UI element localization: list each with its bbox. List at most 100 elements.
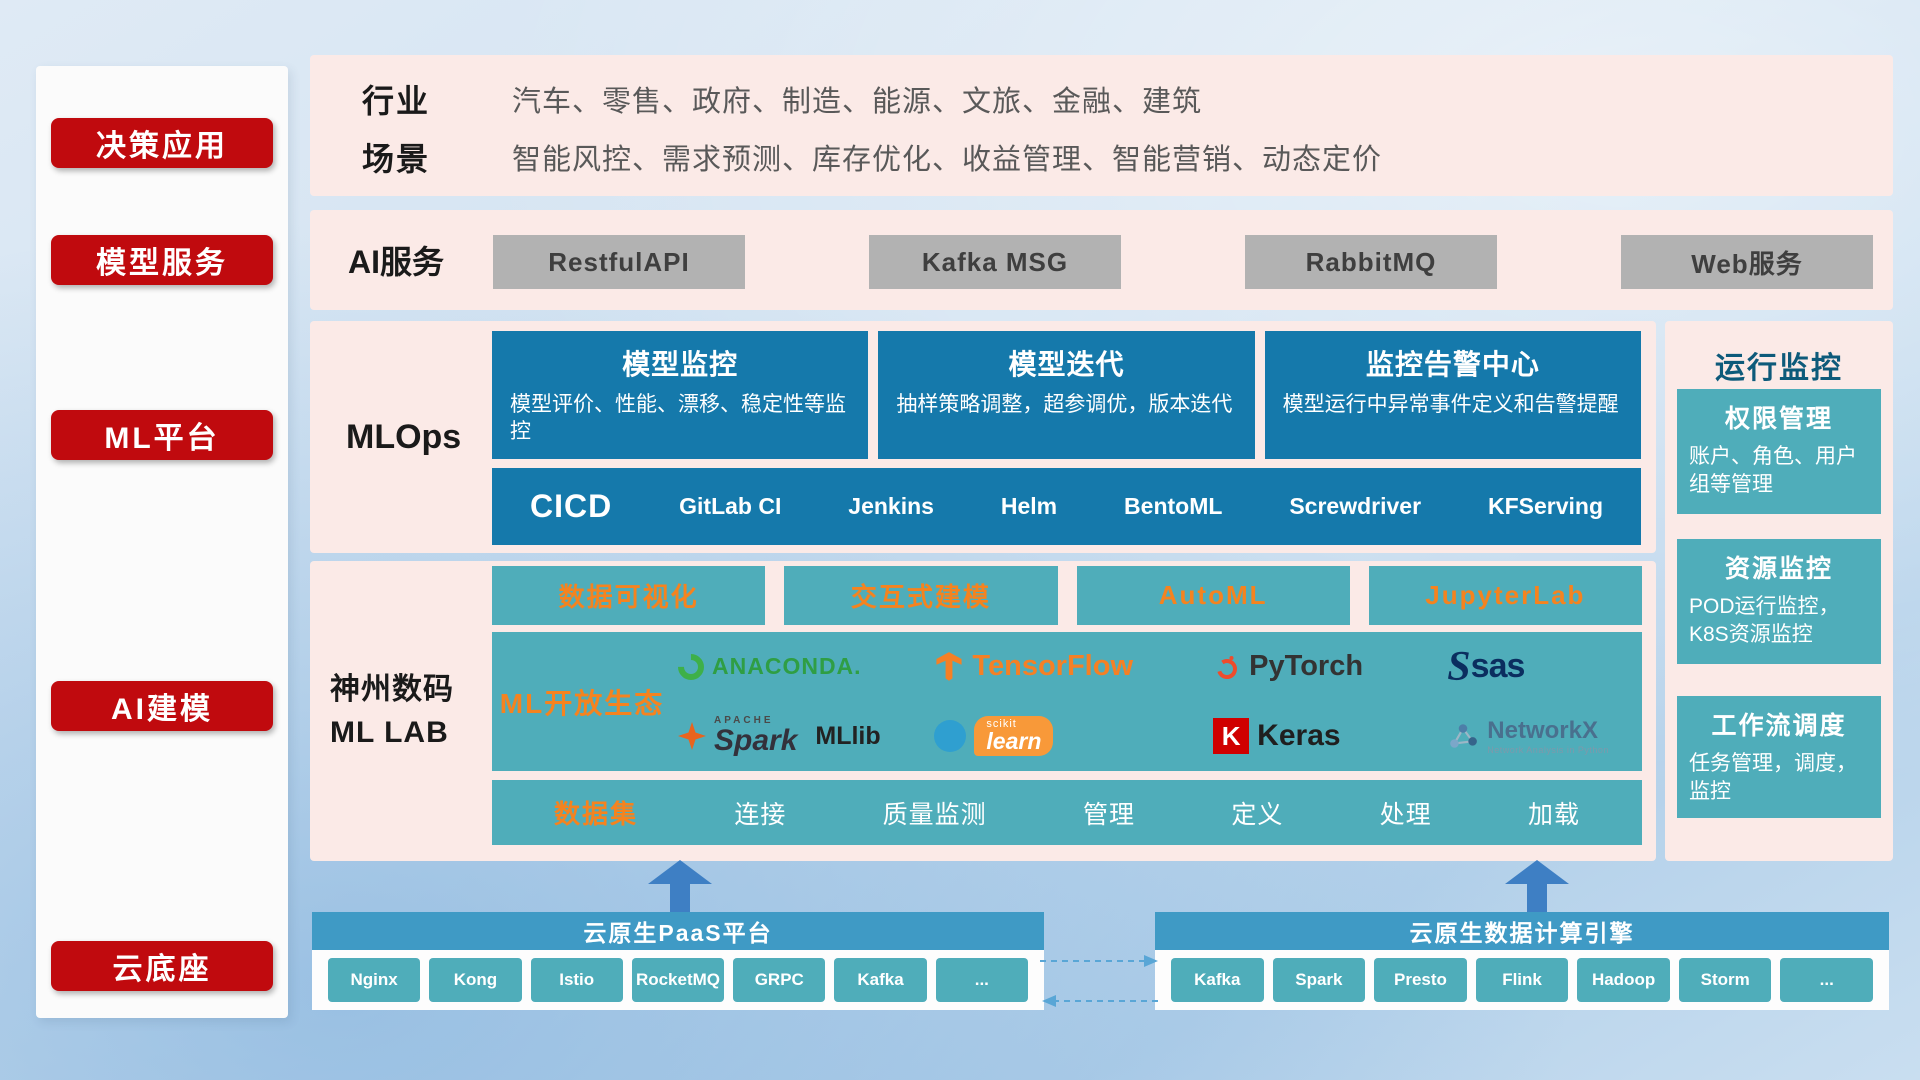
ai-service-label: AI服务 — [348, 244, 445, 280]
kafka-chip[interactable]: Kafka — [1171, 958, 1264, 1002]
anaconda-logo: ANACONDA. — [672, 648, 928, 686]
keras-icon: K — [1213, 718, 1250, 755]
cicd-tool-helm: Helm — [1000, 493, 1058, 519]
left-category-rail: 决策应用 模型服务 ML平台 AI建模 云底座 — [36, 66, 288, 1018]
data-visualization-button[interactable]: 数据可视化 — [492, 566, 766, 625]
cicd-tool-gitlab-ci: GitLab CI — [679, 493, 782, 519]
sidebar-item-decision-apps[interactable]: 决策应用 — [51, 118, 273, 168]
kafka-msg-button[interactable]: Kafka MSG — [869, 235, 1121, 289]
card-title: 工作流调度 — [1711, 712, 1847, 740]
card-desc: 模型运行中异常事件定义和告警提醒 — [1282, 393, 1619, 416]
alert-center-card: 监控告警中心 模型运行中异常事件定义和告警提醒 — [1264, 331, 1641, 459]
spark-mllib-logo: APACHE Spark MLlib — [672, 716, 928, 756]
sas-logo: S sas — [1441, 646, 1642, 688]
web-service-button[interactable]: Web服务 — [1621, 235, 1873, 289]
kong-chip[interactable]: Kong — [429, 958, 522, 1002]
card-title: 模型监控 — [622, 349, 739, 380]
storm-chip[interactable]: Storm — [1678, 958, 1772, 1002]
tensorflow-wordmark: TensorFlow — [972, 650, 1133, 683]
card-title: 监控告警中心 — [1365, 349, 1540, 380]
networkx-wordmark: NetworkX Network Analysis in Python — [1487, 717, 1609, 755]
scikit-learn-logo: scikit learn — [928, 716, 1207, 757]
scenario-list: 智能风控、需求预测、库存优化、收益管理、智能营销、动态定价 — [512, 144, 1383, 176]
card-desc: 任务管理，调度，监控 — [1689, 752, 1857, 804]
pytorch-logo: PyTorch — [1207, 650, 1441, 683]
more-chip[interactable]: ... — [935, 958, 1028, 1002]
paas-platform-title: 云原生PaaS平台 — [312, 912, 1044, 950]
nginx-chip[interactable]: Nginx — [328, 958, 421, 1002]
scikit-learn-icon — [934, 720, 967, 753]
card-desc: 抽样策略调整，超参调优，版本迭代 — [896, 393, 1233, 416]
dataset-process: 处理 — [1379, 800, 1432, 829]
mlops-label: MLOps — [346, 417, 462, 456]
mllab-label-line2: ML LAB — [330, 716, 449, 749]
cicd-tool-screwdriver: Screwdriver — [1289, 493, 1422, 519]
pytorch-icon — [1217, 655, 1238, 679]
ai-service-buttons: RestfulAPI Kafka MSG RabbitMQ Web服务 — [493, 235, 1873, 289]
keras-wordmark: Keras — [1257, 719, 1341, 753]
mllib-wordmark: MLlib — [815, 721, 881, 750]
card-title: 模型迭代 — [1008, 349, 1125, 380]
mllab-label-line1: 神州数码 — [330, 672, 454, 706]
mllab-label: 神州数码 ML LAB — [330, 561, 490, 861]
spark-wordmark: APACHE Spark — [714, 715, 798, 758]
hadoop-chip[interactable]: Hadoop — [1577, 958, 1670, 1002]
cicd-label: CICD — [530, 488, 613, 524]
jupyterlab-button[interactable]: JupyterLab — [1368, 566, 1642, 625]
scenario-row: 场景 智能风控、需求预测、库存优化、收益管理、智能营销、动态定价 — [362, 135, 1863, 179]
paas-platform-chips: Nginx Kong Istio RocketMQ GRPC Kafka ... — [312, 950, 1044, 1010]
sas-icon: S — [1447, 643, 1471, 690]
more-chip[interactable]: ... — [1780, 958, 1874, 1002]
rabbitmq-button[interactable]: RabbitMQ — [1245, 235, 1497, 289]
grpc-chip[interactable]: GRPC — [733, 958, 826, 1002]
anaconda-icon — [672, 648, 710, 686]
cicd-bar: CICD GitLab CI Jenkins Helm BentoML Scre… — [492, 468, 1641, 545]
ai-service-panel: AI服务 RestfulAPI Kafka MSG RabbitMQ Web服务 — [310, 210, 1893, 310]
data-engine-group: 云原生数据计算引擎 Kafka Spark Presto Flink Hadoo… — [1155, 912, 1889, 1010]
paas-platform-group: 云原生PaaS平台 Nginx Kong Istio RocketMQ GRPC… — [312, 912, 1044, 1010]
card-title: 权限管理 — [1724, 405, 1833, 433]
model-iteration-card: 模型迭代 抽样策略调整，超参调优，版本迭代 — [878, 331, 1255, 459]
data-engine-chips: Kafka Spark Presto Flink Hadoop Storm ..… — [1155, 950, 1889, 1010]
industry-row: 行业 汽车、零售、政府、制造、能源、文旅、金融、建筑 — [362, 77, 1863, 121]
dataset-label: 数据集 — [554, 799, 639, 829]
spark-chip[interactable]: Spark — [1272, 958, 1366, 1002]
industry-list: 汽车、零售、政府、制造、能源、文旅、金融、建筑 — [512, 86, 1203, 118]
card-desc: 模型评价、性能、漂移、稳定性等监控 — [510, 393, 846, 444]
networkx-logo: NetworkX Network Analysis in Python — [1441, 717, 1642, 755]
sidebar-item-cloud-base[interactable]: 云底座 — [51, 941, 273, 991]
flink-chip[interactable]: Flink — [1475, 958, 1569, 1002]
keras-logo: K Keras — [1207, 718, 1441, 755]
dataset-manage: 管理 — [1082, 800, 1135, 829]
presto-chip[interactable]: Presto — [1374, 958, 1467, 1002]
data-engine-title: 云原生数据计算引擎 — [1155, 912, 1889, 950]
dataset-connect: 连接 — [734, 800, 787, 829]
sidebar-item-ai-modeling[interactable]: AI建模 — [51, 681, 273, 731]
mllab-tool-buttons: 数据可视化 交互式建模 AutoML JupyterLab — [492, 566, 1642, 625]
dataset-load: 加载 — [1527, 800, 1580, 829]
automl-button[interactable]: AutoML — [1076, 566, 1350, 625]
industry-scenario-panel: 行业 汽车、零售、政府、制造、能源、文旅、金融、建筑 场景 智能风控、需求预测、… — [310, 55, 1893, 196]
anaconda-wordmark: ANACONDA. — [712, 653, 862, 680]
cicd-tool-jenkins: Jenkins — [848, 493, 934, 519]
restfulapi-button[interactable]: RestfulAPI — [493, 235, 745, 289]
industry-label: 行业 — [362, 83, 431, 119]
card-desc: POD运行监控，K8S资源监控 — [1689, 595, 1840, 647]
istio-chip[interactable]: Istio — [530, 958, 623, 1002]
mllab-panel: 神州数码 ML LAB 数据可视化 交互式建模 AutoML JupyterLa… — [310, 561, 1656, 861]
kafka-chip[interactable]: Kafka — [834, 958, 927, 1002]
runtime-monitoring-title: 运行监控 — [1715, 352, 1843, 385]
paas-up-arrow — [648, 860, 712, 912]
spark-icon — [678, 722, 706, 751]
ecosystem-label: ML开放生态 — [499, 687, 665, 719]
card-desc: 账户、角色、用户组等管理 — [1689, 445, 1857, 497]
sidebar-item-ml-platform[interactable]: ML平台 — [51, 410, 273, 460]
interactive-modeling-button[interactable]: 交互式建模 — [784, 566, 1058, 625]
sidebar-item-model-service[interactable]: 模型服务 — [51, 235, 273, 285]
cicd-tool-bentoml: BentoML — [1124, 493, 1223, 519]
workflow-scheduling-card: 工作流调度 任务管理，调度，监控 — [1677, 696, 1881, 818]
runtime-monitoring-panel: 运行监控 权限管理 账户、角色、用户组等管理 资源监控 POD运行监控，K8S资… — [1665, 321, 1893, 861]
networkx-icon — [1450, 724, 1478, 748]
rocketmq-chip[interactable]: RocketMQ — [631, 958, 725, 1002]
